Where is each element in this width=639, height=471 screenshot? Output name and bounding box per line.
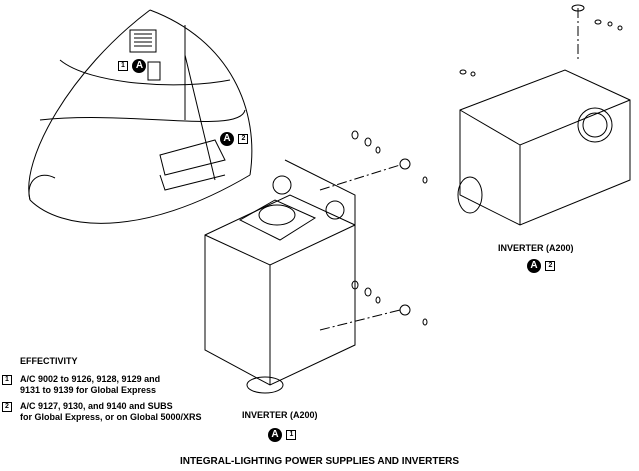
note-line: for Global Express, or on Global 5000/XR… xyxy=(20,412,202,422)
effectivity-marker: 1 xyxy=(118,60,128,71)
effectivity-marker: 2 xyxy=(2,402,12,412)
inverter-left-drawing xyxy=(204,130,428,394)
effectivity-marker: 1 xyxy=(2,375,12,385)
note-line: 9131 to 9139 for Global Express xyxy=(20,385,157,395)
effectivity-note-2: 2 A/C 9127, 9130, and 9140 and SUBS for … xyxy=(2,401,202,423)
aircraft-callout-1: 1 A xyxy=(118,57,147,75)
view-callout: A xyxy=(527,258,541,273)
effectivity-marker: 2 xyxy=(238,133,249,144)
inverter-left-callout: A 1 xyxy=(268,426,297,444)
effectivity-marker: 1 xyxy=(286,429,297,440)
figure-title: INTEGRAL-LIGHTING POWER SUPPLIES AND INV… xyxy=(179,456,460,467)
inverter-left-label: INVERTER (A200) xyxy=(242,410,318,420)
note-line: A/C 9002 to 9126, 9128, 9129 and xyxy=(20,374,161,384)
view-callout: A xyxy=(220,131,234,146)
effectivity-note-1: 1 A/C 9002 to 9126, 9128, 9129 and 9131 … xyxy=(2,374,160,396)
effectivity-marker: 2 xyxy=(545,260,556,271)
effectivity-heading: EFFECTIVITY xyxy=(20,356,78,366)
inverter-right-drawing xyxy=(457,4,631,226)
aircraft-nose-view xyxy=(28,9,253,224)
view-callout: A xyxy=(132,58,147,73)
view-callout: A xyxy=(268,427,282,442)
inverter-right-callout: A 2 xyxy=(527,257,556,275)
aircraft-callout-2: A 2 xyxy=(220,130,249,148)
note-line: A/C 9127, 9130, and 9140 and SUBS xyxy=(20,401,173,411)
inverter-right-label: INVERTER (A200) xyxy=(498,243,574,253)
